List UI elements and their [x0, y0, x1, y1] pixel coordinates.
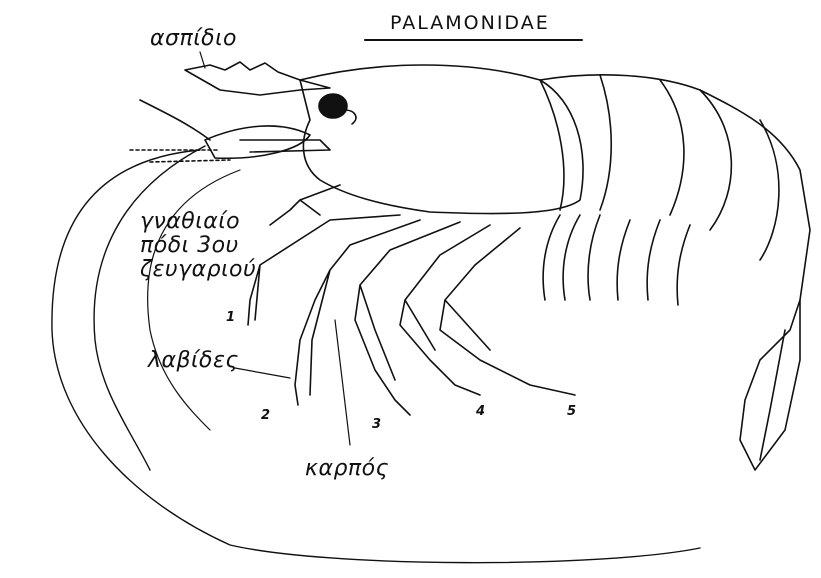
- walking-legs: [248, 215, 575, 415]
- abdomen: [540, 75, 810, 470]
- leg-3: [355, 222, 460, 415]
- leg-number-4: 4: [476, 405, 485, 418]
- leg-1: [248, 215, 400, 325]
- leg-number-5: 5: [567, 405, 576, 418]
- antennal-scale: [205, 126, 310, 158]
- leg-number-1: 1: [226, 311, 235, 324]
- third-maxilliped: [270, 185, 340, 225]
- label-rostrum: ασπίδιο: [150, 28, 237, 50]
- label-maxilliped-line2: πόδι 3ου: [140, 234, 256, 258]
- label-third-maxilliped: γναθιαίο πόδι 3ου ζευγαριού: [140, 210, 256, 282]
- label-claws: λαβίδες: [148, 350, 239, 372]
- leg-2: [295, 220, 420, 405]
- leg-number-2: 2: [261, 409, 270, 422]
- label-maxilliped-line1: γναθιαίο: [140, 210, 256, 234]
- leg-5: [440, 228, 575, 395]
- pleopods: [543, 215, 690, 305]
- leg-4: [400, 225, 490, 395]
- label-carpus: καρπός: [305, 458, 389, 480]
- leg-number-3: 3: [372, 418, 381, 431]
- eye-icon: [319, 94, 347, 118]
- diagram-title: PALAMONIDAE: [390, 14, 550, 33]
- label-maxilliped-line3: ζευγαριού: [140, 258, 256, 282]
- carapace: [300, 65, 583, 214]
